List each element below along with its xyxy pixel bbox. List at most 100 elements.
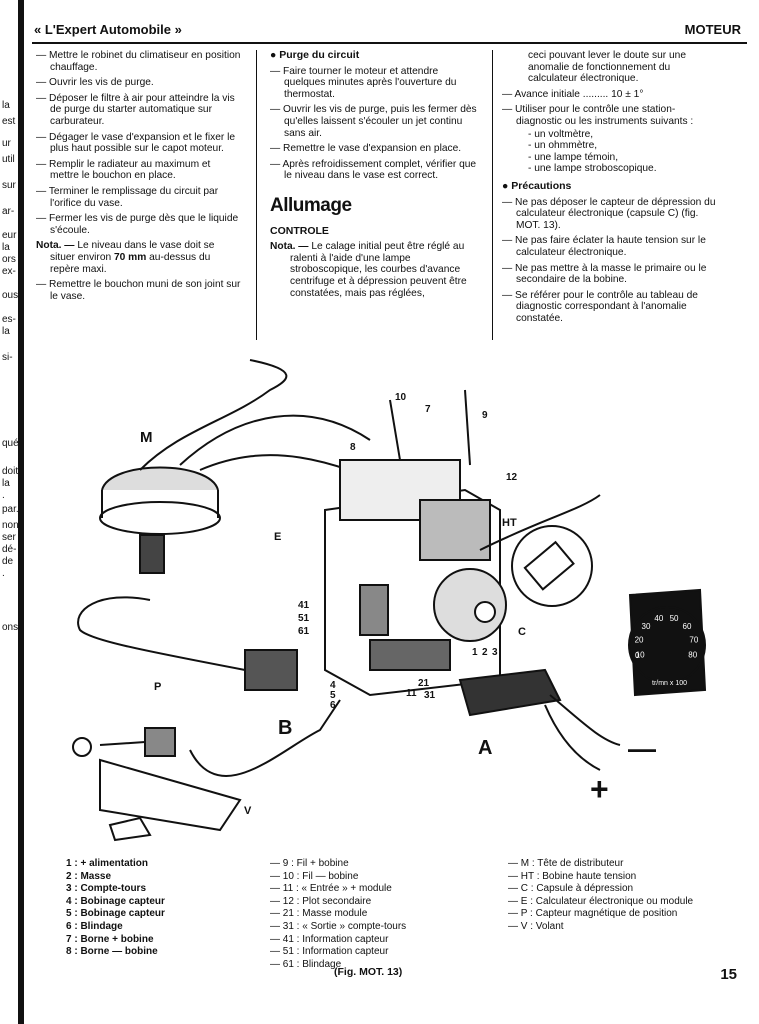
- list-item: — Ouvrir les vis de purge, puis les ferm…: [270, 104, 477, 139]
- gauge-tick-label: 80: [688, 651, 697, 660]
- facing-page-fragment: la: [2, 478, 10, 489]
- section-title: MOTEUR: [684, 22, 741, 37]
- facing-page-strip: [0, 0, 24, 1024]
- legend-entry: — 11 : « Entrée » + module: [270, 883, 392, 895]
- label-6: 6: [330, 700, 336, 711]
- gauge-tick-label: 30: [642, 622, 651, 631]
- label-10: 10: [395, 392, 407, 403]
- list-item: — Après refroidissement complet, vérifie…: [270, 158, 477, 182]
- list-item: — Ouvrir les vis de purge.: [36, 77, 154, 89]
- list-item: — Ne pas mettre à la masse le primaire o…: [502, 262, 707, 286]
- legend-entry: 6 : Blindage: [66, 920, 123, 932]
- instrument-item: - une lampe stroboscopique.: [528, 163, 657, 175]
- legend-entry: 2 : Masse: [66, 870, 112, 882]
- facing-page-fragment: ous: [2, 290, 19, 301]
- list-item: — Ne pas déposer le capteur de dépressio…: [502, 196, 716, 231]
- legend-entry: — 9 : Fil + bobine: [270, 858, 349, 869]
- section-heading: ● Purge du circuit: [270, 49, 360, 61]
- legend-entry: — M : Tête de distributeur: [508, 858, 624, 869]
- page-header: « L'Expert Automobile » MOTEUR: [32, 20, 747, 44]
- label-p: P: [154, 681, 161, 693]
- label-m: M: [140, 429, 153, 446]
- legend-entry: 8 : Borne — bobine: [66, 946, 158, 958]
- connector-b-drawing: [77, 596, 298, 691]
- ignition-module-drawing: [324, 389, 601, 697]
- article-title: Allumage: [270, 194, 352, 216]
- text-column-2: ● Purge du circuit — Faire tourner le mo…: [270, 49, 480, 303]
- tachometer-drawing: [628, 588, 707, 697]
- list-item: — Dégager le vase d'expansion et le fixe…: [36, 131, 236, 155]
- facing-page-fragment: .: [2, 490, 5, 501]
- note-value: 70 mm: [114, 251, 147, 263]
- nota-label: Nota. —: [270, 241, 309, 253]
- facing-page-fragment: util: [2, 154, 15, 165]
- connector-a-drawing: [458, 668, 621, 771]
- label-2: 2: [482, 647, 488, 658]
- gauge-tick-label: 10: [636, 651, 645, 660]
- legend-entry: — 21 : Masse module: [270, 908, 368, 920]
- page-number: 15: [720, 966, 737, 983]
- note-label: Nota. —: [36, 240, 75, 252]
- label-c: C: [518, 626, 526, 638]
- list-item: — Remettre le bouchon muni de son joint …: [36, 279, 241, 302]
- subheading: CONTROLE: [270, 224, 329, 237]
- gauge-tick-label: 20: [635, 636, 644, 645]
- gauge-tick-label: 50: [670, 614, 679, 623]
- list-item: — Utiliser pour le contrôle une station-…: [502, 104, 694, 127]
- legend-entry: — E : Calculateur électronique ou module: [508, 895, 694, 907]
- legend-entry: — 31 : « Sortie » compte-tours: [270, 920, 407, 932]
- facing-page-fragment: sur: [2, 180, 16, 191]
- facing-page-fragment: ons: [2, 622, 19, 633]
- label-b: B: [278, 717, 292, 739]
- legend-entry: 4 : Bobinage capteur: [66, 895, 165, 907]
- gauge-tick-label: 70: [689, 636, 698, 645]
- list-item: — Ne pas faire éclater la haute tension …: [502, 235, 706, 258]
- nota: Nota. — Le calage initial peut être régl…: [270, 241, 480, 299]
- legend-entry: — 10 : Fil — bobine: [270, 870, 359, 882]
- legend-entry: — V : Volant: [508, 920, 564, 932]
- label-31: 31: [424, 690, 436, 701]
- label-v: V: [244, 805, 252, 817]
- facing-page-fragment: la: [2, 100, 10, 111]
- facing-page-fragment: non: [2, 520, 19, 531]
- legend-entry: — P : Capteur magnétique de position: [508, 908, 678, 920]
- sensor-drawing: [72, 699, 341, 842]
- instrument-item: - un voltmètre,: [528, 128, 594, 140]
- label-7: 7: [425, 404, 431, 415]
- legend-entry: 3 : Compte-tours: [66, 883, 146, 895]
- gauge-tick-label: 40: [654, 614, 663, 623]
- instrument-item: - un ohmmètre,: [528, 140, 598, 152]
- page-gutter: [18, 0, 24, 1024]
- facing-page-fragment: qué: [2, 438, 19, 449]
- label-1: 1: [472, 647, 478, 658]
- label-a: A: [478, 737, 492, 759]
- spec-line: — Avance initiale ......... 10 ± 1°: [502, 88, 644, 100]
- facing-page-fragment: la: [2, 242, 10, 253]
- label-41: 41: [298, 600, 310, 611]
- gauge-tick-label: 60: [683, 622, 692, 631]
- legend-left: 1 : + alimentation 2 : Masse 3 : Compte-…: [66, 858, 165, 959]
- instrument-item: - une lampe témoin,: [528, 151, 619, 163]
- legend-entry: 5 : Bobinage capteur: [66, 908, 165, 920]
- label-3: 3: [492, 647, 498, 658]
- label-4: 4: [330, 680, 336, 691]
- legend-entry: — 61 : Blindage: [270, 958, 342, 970]
- magazine-title: « L'Expert Automobile »: [34, 22, 182, 37]
- instrument-list: - un voltmètre, - un ohmmètre, - une lam…: [502, 129, 718, 175]
- legend-entry: 7 : Borne + bobine: [66, 933, 154, 945]
- label-9: 9: [482, 410, 488, 421]
- list-item: — Faire tourner le moteur et attendre qu…: [270, 65, 457, 100]
- facing-page-fragment: de: [2, 556, 14, 567]
- facing-page-fragment: es-: [2, 314, 16, 325]
- facing-page-fragment: dé-: [2, 544, 17, 555]
- facing-page-fragment: est: [2, 116, 16, 127]
- facing-page-fragment: ser: [2, 532, 16, 543]
- facing-page-fragment: ex-: [2, 266, 16, 277]
- note-text: Le niveau dans le vase doit se situer en…: [50, 240, 215, 263]
- legend-entry: — C : Capsule à dépression: [508, 883, 634, 895]
- facing-page-fragment: doit: [2, 466, 19, 477]
- label-e: E: [274, 531, 281, 543]
- label-51: 51: [298, 613, 310, 624]
- label-61: 61: [298, 626, 310, 637]
- facing-page-fragment: si-: [2, 352, 13, 363]
